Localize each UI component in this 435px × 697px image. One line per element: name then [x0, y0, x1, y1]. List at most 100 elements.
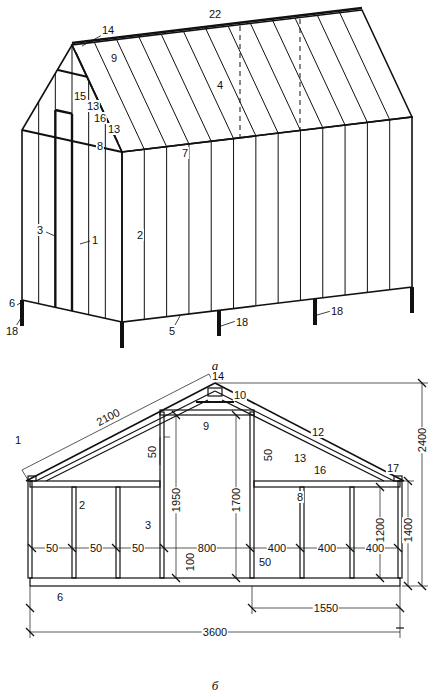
dimension-label: 50	[262, 448, 274, 462]
callout-number: 2	[136, 229, 144, 241]
dimension-label: 50	[45, 542, 59, 554]
wall-panel-seam	[233, 139, 234, 309]
post	[313, 299, 317, 325]
dimension-label: 50	[146, 445, 158, 459]
gable-brace	[58, 70, 88, 77]
gable-panel-seam	[88, 81, 89, 315]
dimension-label: 100	[184, 552, 196, 572]
callout-number: 18	[5, 325, 19, 337]
callout-number: 13	[107, 123, 121, 135]
dimension-label: 50	[89, 542, 103, 554]
roof-panel-seam	[94, 42, 144, 149]
wall-panel-seam	[345, 125, 346, 295]
ridge-block	[208, 388, 222, 396]
wall-panel-seam	[188, 144, 189, 314]
frame-elevation	[22, 374, 428, 638]
gable-panel-seam	[55, 73, 56, 110]
stud	[116, 487, 120, 578]
eave-block	[28, 476, 36, 481]
roof-panel-seam	[250, 23, 300, 130]
roof-panel-seam	[228, 26, 278, 133]
roof-panel-seam	[273, 21, 323, 128]
dimension-ticks	[26, 379, 426, 636]
side-wall-outline	[122, 117, 412, 322]
roof-panel-seam	[206, 29, 256, 136]
roof-panel-seam	[184, 32, 234, 139]
roof-panel-seam	[340, 13, 390, 120]
dimension-label: 400	[317, 542, 337, 554]
post	[120, 322, 124, 348]
callout-number: 12	[311, 426, 325, 438]
callout-number: 13	[293, 452, 307, 464]
door-post	[54, 110, 56, 307]
front-gable-outline	[22, 45, 122, 322]
callout-number: 9	[110, 52, 118, 64]
wall-panel-seam	[389, 120, 390, 290]
roof-outline	[72, 10, 412, 152]
post	[20, 300, 24, 326]
callout-number: 3	[36, 224, 44, 236]
dimension-label: 1200	[374, 517, 386, 543]
rafter	[215, 391, 394, 481]
wall-panel-seam	[322, 128, 323, 298]
callout-number: 18	[330, 305, 344, 317]
callout-number: 16	[313, 464, 327, 476]
greenhouse-view	[16, 8, 412, 348]
door-post	[250, 412, 254, 578]
wall-panel-seam	[255, 136, 256, 306]
callout-number: 14	[211, 370, 225, 382]
door-header	[55, 110, 72, 114]
callout-number: 8	[96, 140, 104, 152]
wall-panel-seam	[166, 147, 167, 317]
rafter-strut	[46, 400, 208, 481]
callout-number: 5	[168, 325, 176, 337]
callout-number: 1	[14, 434, 22, 446]
dimension-label: 50	[131, 542, 145, 554]
callout-number: 2	[78, 499, 86, 511]
girt-right	[254, 481, 400, 487]
door-post	[160, 412, 164, 578]
girt-left	[30, 481, 160, 487]
dimension-label: 1950	[170, 487, 182, 513]
callout-number: 14	[101, 24, 115, 36]
door-post	[71, 114, 73, 311]
stud	[72, 487, 76, 578]
post	[410, 287, 414, 313]
dimension-lines	[22, 374, 428, 638]
callout-number: 18	[235, 316, 249, 328]
roof-panel-seam	[139, 37, 189, 144]
leader-lines	[16, 34, 331, 326]
callout-number: 1	[91, 234, 99, 246]
callout-number: 4	[216, 79, 224, 91]
hidden-rafter	[240, 26, 241, 137]
roof-panel-seam	[117, 40, 167, 147]
dimension-label: 400	[365, 542, 385, 554]
stud	[28, 481, 32, 578]
gable-panel-seam	[38, 102, 39, 304]
rafter	[26, 383, 215, 481]
roof-panel-seam	[317, 15, 367, 122]
callout-number: 10	[233, 389, 247, 401]
roof-panel-seam	[295, 18, 345, 125]
callout-number: 6	[56, 591, 64, 603]
callout-number: 6	[8, 297, 16, 309]
wall-panel-seam	[211, 141, 212, 311]
gable-panel-seam	[105, 116, 106, 318]
callout-number: 13	[86, 100, 100, 112]
dimension-label: 1550	[313, 602, 339, 614]
dimension-label: 50	[258, 556, 272, 568]
figure-letter: б	[211, 679, 220, 693]
eave-block	[394, 476, 402, 481]
dimension-label: 800	[197, 542, 217, 554]
callout-number: 7	[181, 147, 189, 159]
rafter	[36, 391, 215, 481]
post	[217, 310, 221, 336]
ridge-bar	[72, 8, 362, 43]
wall-panel-seam	[367, 122, 368, 292]
callout-number: 17	[386, 462, 400, 474]
bottom-beam	[30, 578, 400, 586]
gable-panel-seam	[72, 45, 73, 114]
roof-panel-seam	[161, 34, 211, 141]
dimension-label: 3600	[202, 626, 228, 638]
callout-number: 9	[202, 420, 210, 432]
